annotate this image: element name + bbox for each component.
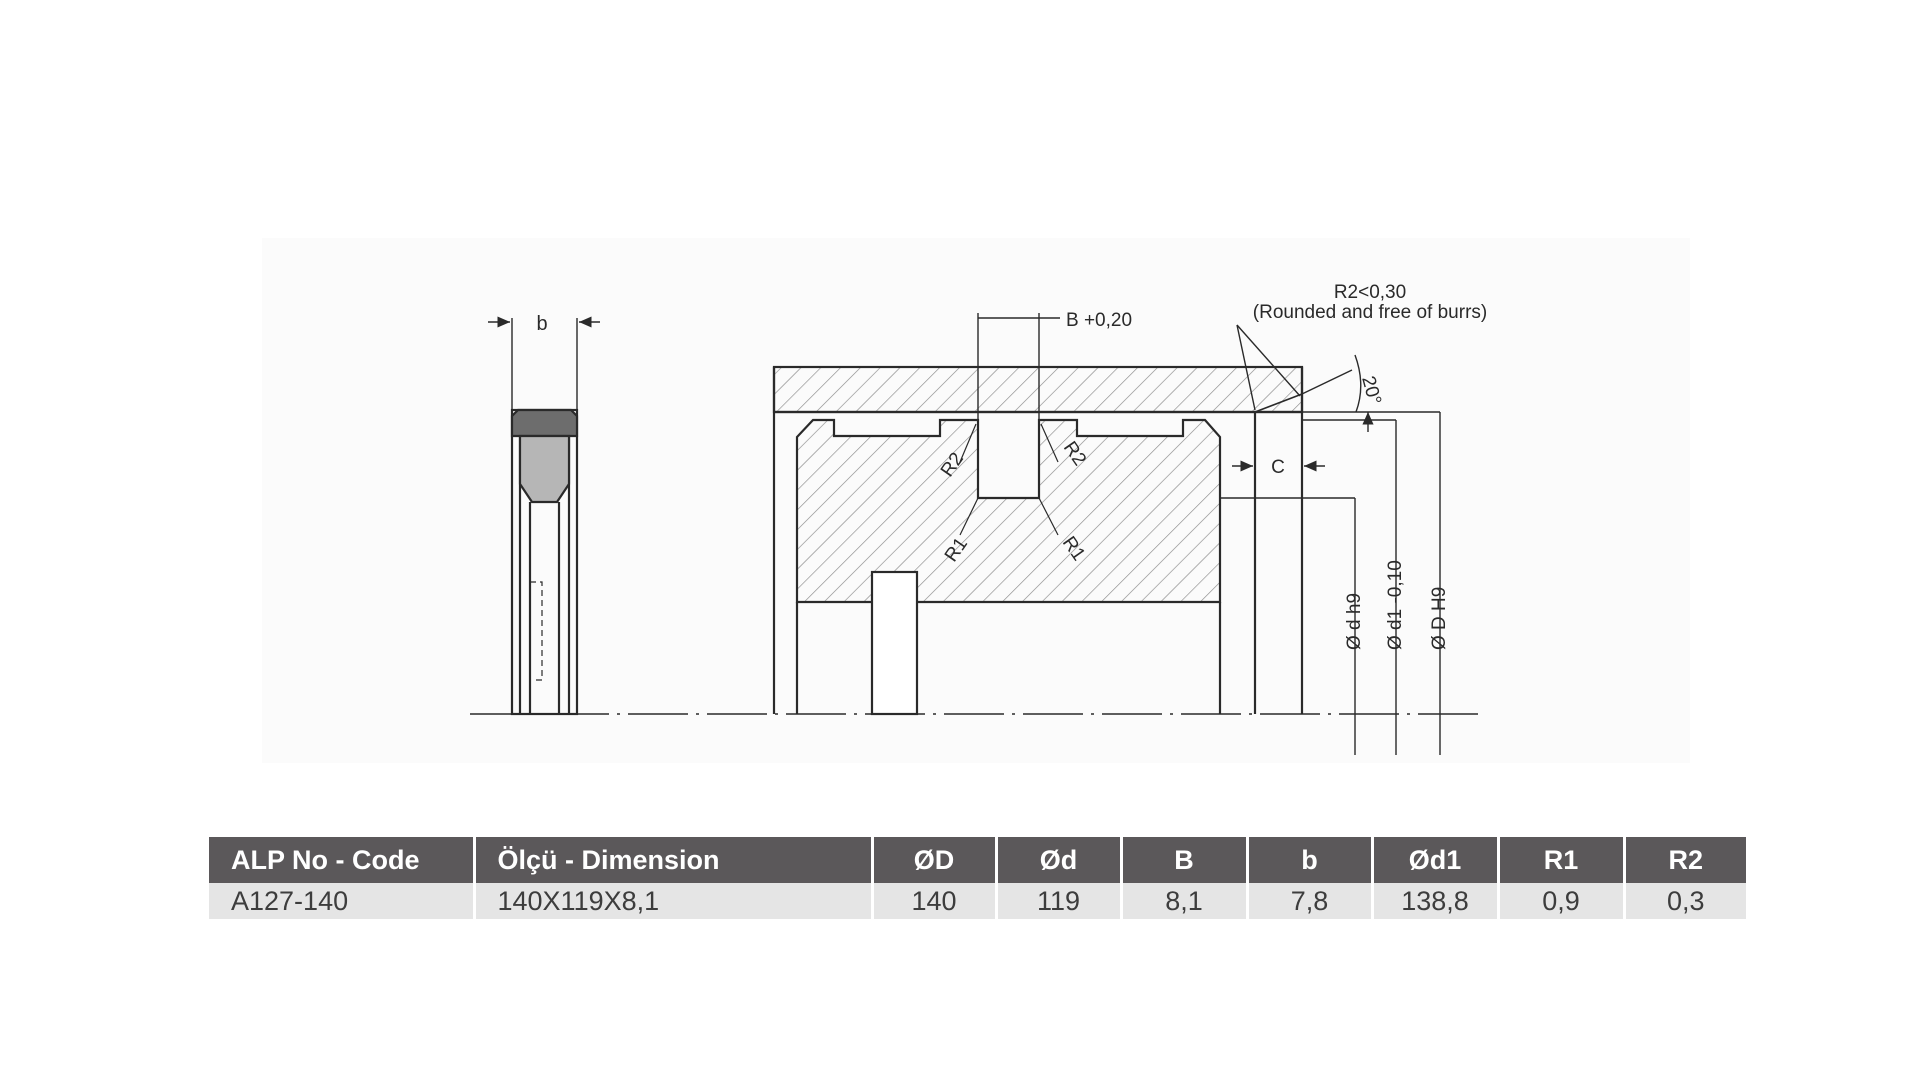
dim-B [977, 313, 1060, 420]
spec-table: ALP No - Code Ölçü - Dimension ØD Ød B b… [209, 837, 1746, 919]
angle-dim [1301, 354, 1362, 413]
table-row: A127-140 140X119X8,1 140 119 8,1 7,8 138… [209, 883, 1746, 919]
header-d1: Ød1 [1372, 837, 1500, 883]
cell-D: 140 [872, 883, 998, 919]
table-header-row: ALP No - Code Ölçü - Dimension ØD Ød B b… [209, 837, 1746, 883]
header-d: Ød [996, 837, 1123, 883]
label-r2-note: R2<0,30 [1334, 282, 1406, 303]
header-B: B [1121, 837, 1249, 883]
header-D: ØD [872, 837, 998, 883]
piston [795, 418, 1222, 716]
cell-B: 8,1 [1121, 883, 1249, 919]
cell-d1: 138,8 [1372, 883, 1500, 919]
label-d-h9: Ø d h9 [1344, 593, 1365, 650]
cell-b: 7,8 [1247, 883, 1374, 919]
header-dimension: Ölçü - Dimension [474, 837, 874, 883]
label-r2-note-sub: (Rounded and free of burrs) [1253, 302, 1487, 323]
label-d1: Ø d1 -0,10 [1385, 560, 1406, 650]
label-D-H9: Ø D H9 [1429, 587, 1450, 650]
header-code: ALP No - Code [209, 837, 476, 883]
label-b: b [536, 313, 547, 335]
label-C: C [1271, 457, 1285, 478]
dim-b [488, 316, 600, 410]
cell-R2: 0,3 [1624, 883, 1746, 919]
seal-section [510, 408, 579, 716]
radius-leaders [959, 423, 1059, 536]
header-R2: R2 [1624, 837, 1746, 883]
cell-R1: 0,9 [1498, 883, 1626, 919]
cell-d: 119 [996, 883, 1123, 919]
housing [772, 365, 1304, 714]
r2-note-leaders [1236, 324, 1301, 411]
label-B-tolerance: B +0,20 [1066, 310, 1132, 331]
header-b: b [1247, 837, 1374, 883]
dim-diameters [1220, 411, 1441, 755]
cell-dimension: 140X119X8,1 [474, 883, 874, 919]
header-R1: R1 [1498, 837, 1626, 883]
cell-code: A127-140 [209, 883, 476, 919]
